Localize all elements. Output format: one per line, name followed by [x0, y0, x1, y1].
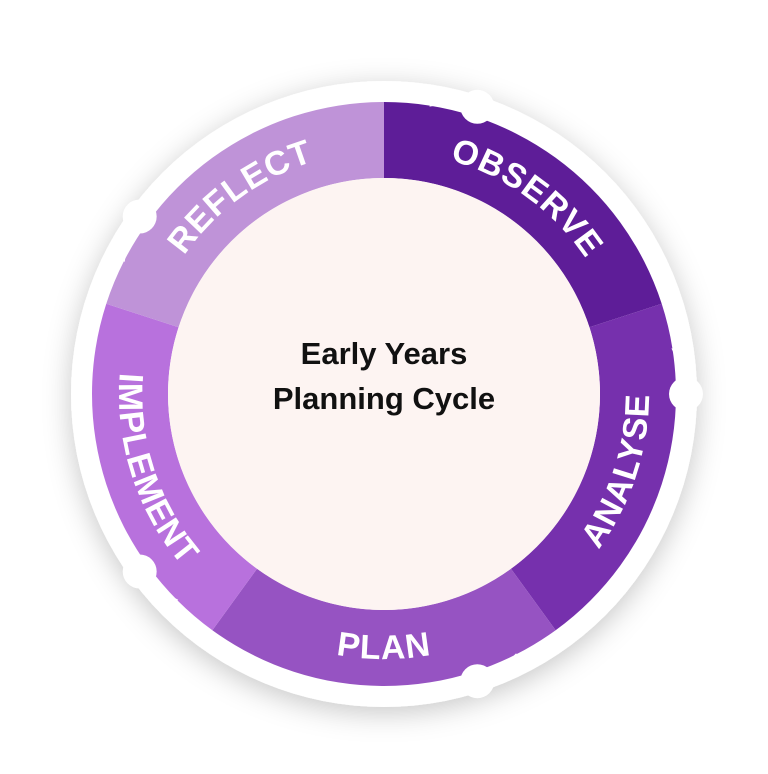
center-disc [168, 178, 600, 610]
segment-implement [91, 303, 258, 631]
cycle-node-dot [460, 89, 495, 124]
clockwise-arrow-icon [671, 345, 694, 376]
diagram-title-line-2: Planning Cycle [273, 381, 495, 416]
segments-group [91, 102, 676, 687]
cycle-arc [156, 88, 432, 195]
diagram-title-line-1: Early Years [301, 336, 468, 371]
segment-plan [212, 568, 556, 687]
segment-analyse [510, 303, 676, 631]
clockwise-arrow-icon [494, 653, 527, 675]
cycle-node-dot [122, 554, 157, 589]
clockwise-arrow-icon [150, 586, 179, 616]
clockwise-arrow-icon [105, 231, 130, 262]
segment-observe [384, 102, 662, 328]
segment-label-plan: PLAN [335, 625, 433, 667]
cycle-arc [505, 114, 686, 348]
segment-reflect [106, 102, 384, 328]
cycle-node-dot [122, 199, 157, 234]
outer-arrows-group [78, 84, 703, 700]
cycle-arc [78, 255, 126, 547]
clockwise-arrow-icon [429, 84, 460, 107]
cycle-node-dot [669, 377, 703, 411]
cycle-arc [519, 425, 688, 667]
cycle-node-dot [460, 664, 495, 699]
cycle-arc [167, 605, 448, 700]
